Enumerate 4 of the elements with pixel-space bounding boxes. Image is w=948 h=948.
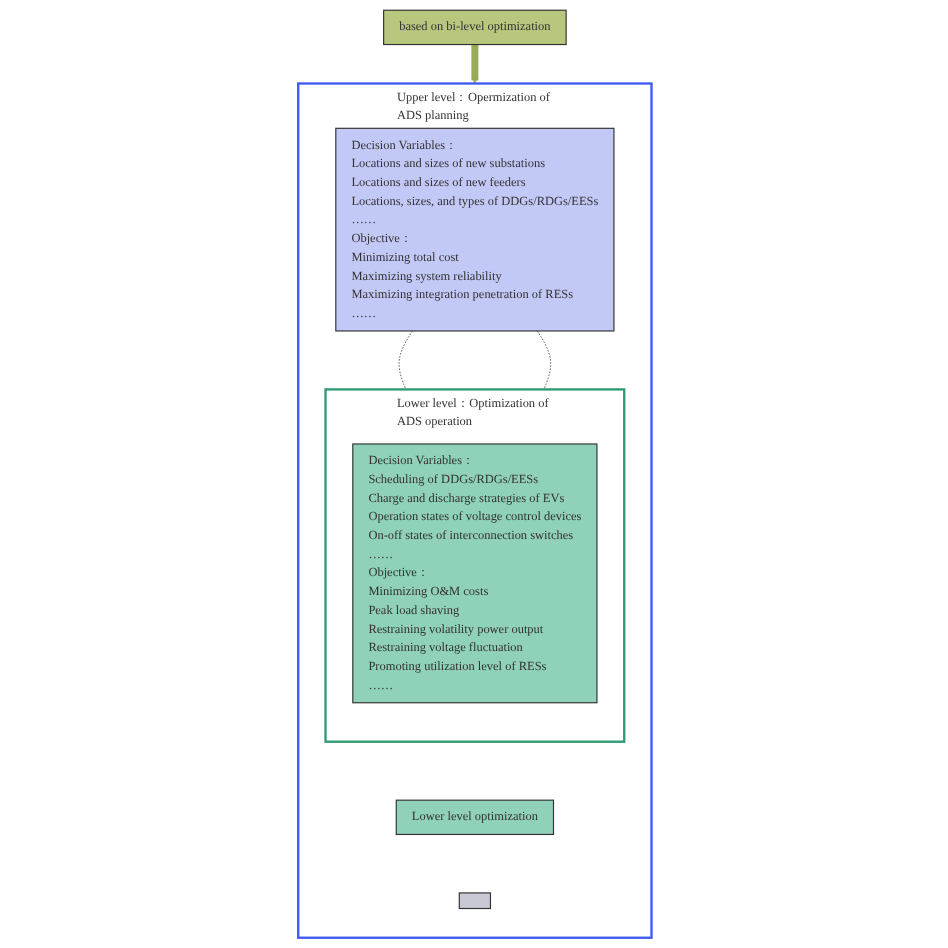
- node-box: [457, 892, 491, 910]
- arrow: [470, 44, 478, 84]
- connector: [536, 330, 551, 390]
- connector: [397, 330, 412, 390]
